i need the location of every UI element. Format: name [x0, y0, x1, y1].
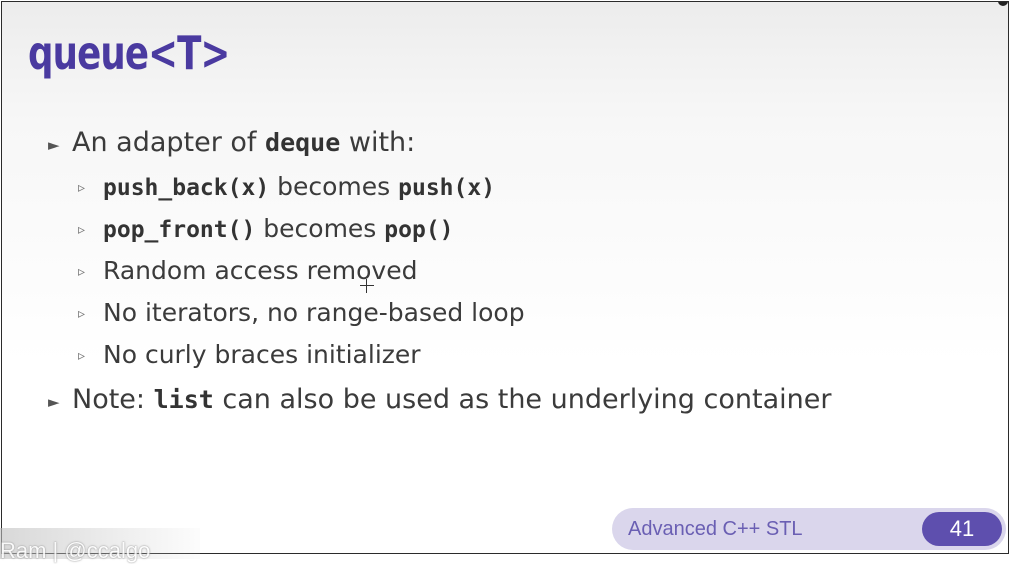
text-span: Note:: [72, 384, 154, 415]
bullet-item: push_back(x) becomes push(x): [103, 174, 495, 200]
footer-label: Advanced C++ STL: [628, 518, 803, 540]
video-overlay-caption: Ram | @ccalgo: [0, 538, 151, 563]
text-span: No iterators, no range-based loop: [103, 298, 525, 327]
text-span: No curly braces initializer: [103, 340, 421, 369]
bullet-item: pop_front() becomes pop(): [103, 216, 454, 242]
level2-bullet-icon: ▹: [78, 306, 86, 322]
bullet-item: Note: list can also be used as the under…: [72, 386, 831, 413]
video-overlay-background: [0, 528, 200, 559]
bullet-list: ► An adapter of deque with: ▹ push_back(x) …: [2, 2, 1008, 553]
level1-bullet-icon: ►: [48, 393, 60, 411]
level1-bullet-icon: ►: [48, 136, 60, 154]
bullet-item: An adapter of deque with:: [72, 129, 415, 156]
window-corner-indicator: [998, 2, 1008, 6]
level2-bullet-icon: ▹: [78, 222, 86, 238]
code-span: list: [153, 385, 214, 414]
bullet-item: No iterators, no range-based loop: [103, 300, 525, 325]
bullet-item: Random access removed: [103, 258, 417, 283]
slide-title: queue<T>: [28, 26, 230, 80]
code-span: pop(): [384, 217, 454, 243]
text-span: Random access removed: [103, 256, 418, 285]
text-span: An adapter of: [72, 127, 266, 158]
slide: queue<T> ► An adapter of deque with: ▹ push…: [1, 1, 1009, 554]
text-span: with:: [340, 127, 416, 158]
level2-bullet-icon: ▹: [78, 264, 86, 280]
code-span: deque: [265, 128, 341, 157]
code-span: pop_front(): [103, 217, 256, 243]
level2-bullet-icon: ▹: [78, 180, 86, 196]
crosshair-cursor-icon: [360, 279, 374, 293]
bullet-item: No curly braces initializer: [103, 342, 421, 367]
text-span: becomes: [269, 172, 399, 201]
page-number-badge: 41: [922, 512, 1002, 546]
code-span: push_back(x): [103, 175, 270, 201]
text-span: becomes: [255, 214, 385, 243]
level2-bullet-icon: ▹: [78, 348, 86, 364]
code-span: push(x): [398, 175, 496, 201]
text-span: can also be used as the underlying conta…: [213, 384, 832, 415]
